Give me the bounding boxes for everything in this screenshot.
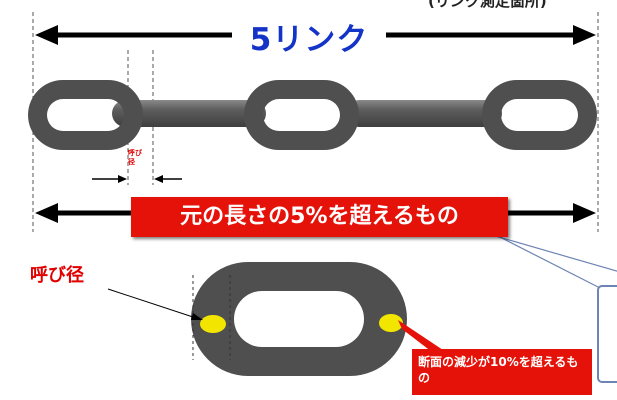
five-links-arrow <box>35 25 596 45</box>
nominal-diameter-small-label: 呼び径 <box>128 149 142 166</box>
nominal-diameter-arrows <box>92 175 182 183</box>
section-reduction-note: 断面の減少が10%を超えるもの <box>412 349 592 395</box>
callout-box <box>597 285 617 383</box>
chain-flat-links <box>28 80 597 150</box>
section-reduction-pointer <box>398 320 446 352</box>
elongation-arrow <box>35 203 596 223</box>
nominal-diameter-pointer <box>107 288 203 320</box>
chain-side-links <box>112 100 502 127</box>
callout-leader <box>477 230 617 289</box>
section-marker-right <box>379 314 403 332</box>
section-marker-left <box>200 315 226 333</box>
measurement-location-label: (リンク測定箇所) <box>428 0 547 10</box>
elongation-banner: 元の長さの5%を超えるもの <box>131 197 508 237</box>
five-links-label: 5リンク <box>249 22 369 58</box>
nominal-diameter-label: 呼び径 <box>30 265 84 286</box>
large-chain-link <box>191 262 407 376</box>
